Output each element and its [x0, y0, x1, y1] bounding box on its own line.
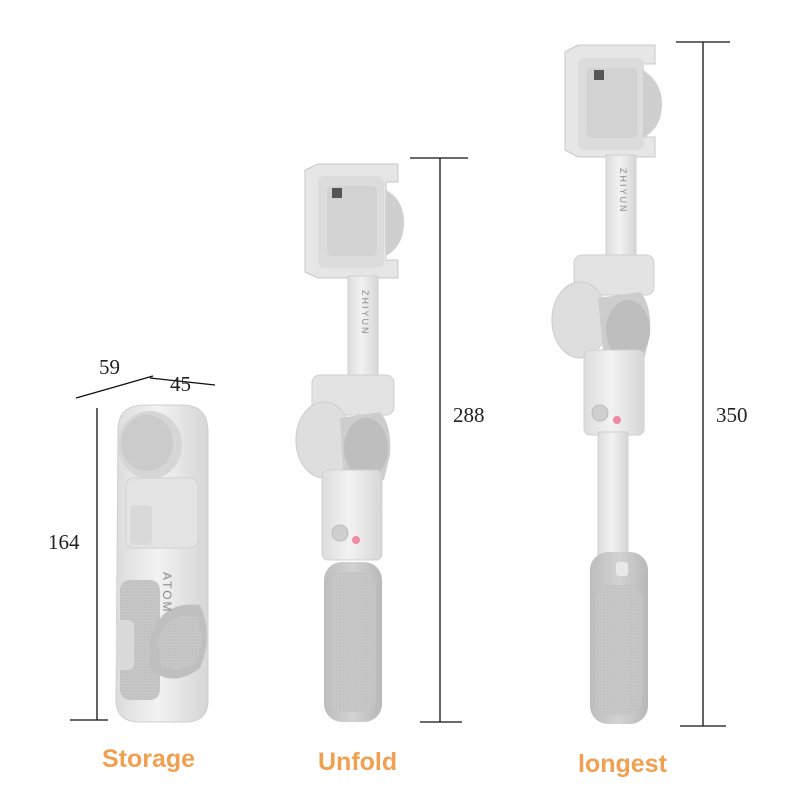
storage-height-label: 164	[48, 530, 80, 554]
longest-height-label: 350	[716, 403, 748, 427]
storage-width-line	[75, 375, 154, 399]
storage-depth-line	[149, 377, 216, 386]
longest-brand-label: ZHIYUN	[618, 168, 628, 214]
storage-depth-label: 45	[170, 372, 191, 396]
storage-width-label: 59	[99, 355, 120, 379]
unfold-height-label: 288	[453, 403, 485, 427]
dimension-lines	[70, 41, 730, 727]
unfold-caption: Unfold	[318, 748, 398, 776]
longest-gimbal	[551, 44, 662, 724]
unfold-brand-label: ZHIYUN	[360, 290, 370, 336]
longest-caption: longest	[578, 750, 667, 778]
storage-caption: Storage	[102, 745, 196, 773]
storage-gimbal	[115, 404, 209, 723]
storage-brand-label: ATOM	[160, 572, 174, 614]
unfold-gimbal	[295, 163, 404, 722]
